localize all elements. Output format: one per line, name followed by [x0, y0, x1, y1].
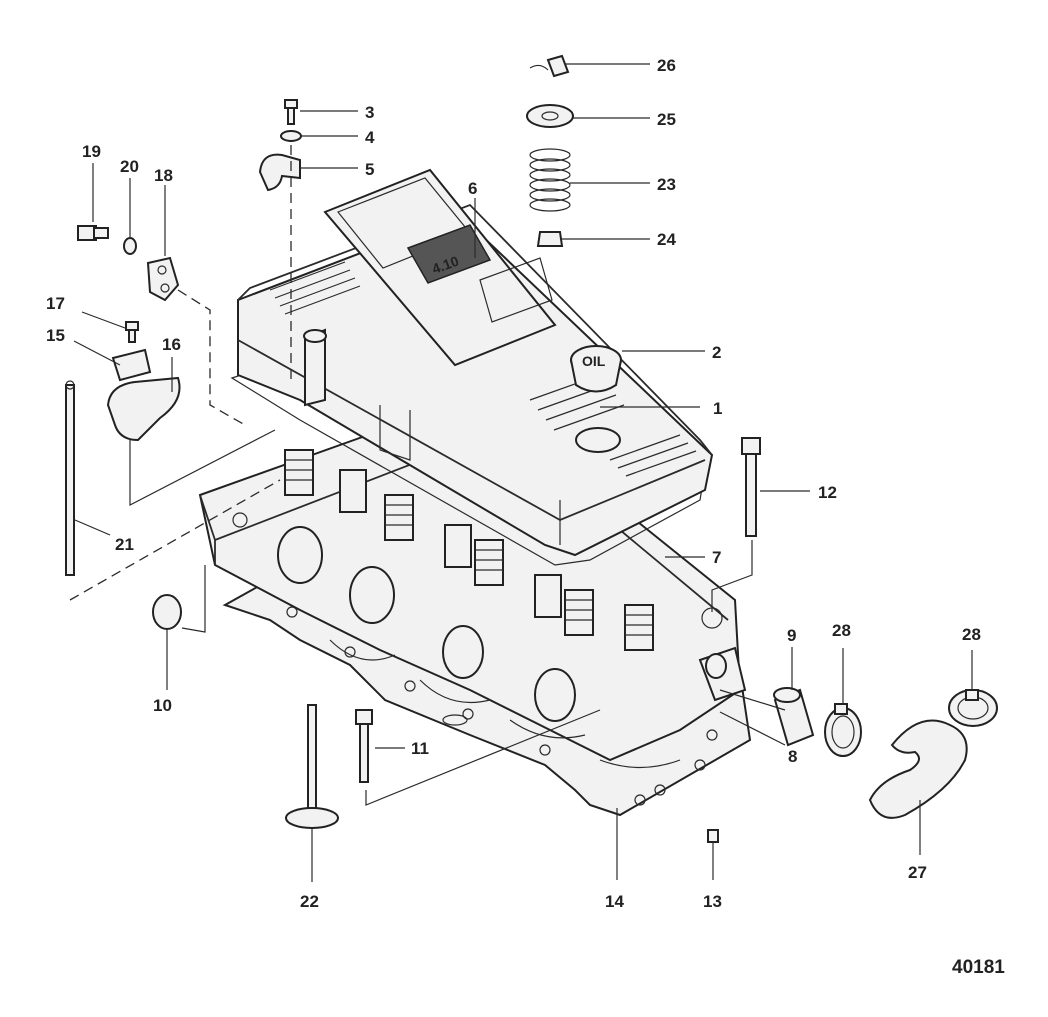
callout-15: 15	[46, 326, 65, 345]
callout-7: 7	[712, 548, 721, 567]
callout-13: 13	[703, 892, 722, 911]
callout-14: 14	[605, 892, 624, 911]
callout-4: 4	[365, 128, 375, 147]
callout-5: 5	[365, 160, 374, 179]
callout-28-left: 28	[832, 621, 851, 640]
expansion-plug	[152, 594, 182, 630]
callout-3: 3	[365, 103, 374, 122]
callout-21: 21	[115, 535, 134, 554]
valve	[285, 704, 339, 829]
callout-24: 24	[657, 230, 676, 249]
head-bolt-short	[355, 709, 373, 783]
oil-cap-text: OIL	[582, 353, 606, 369]
left-bracket-parts	[77, 225, 181, 442]
callout-labels: 1 2 3 4 5 6 7 8 9 10 11 12 13 14 15 16 1…	[46, 56, 981, 911]
callout-26: 26	[657, 56, 676, 75]
callout-1: 1	[713, 399, 722, 418]
valve-spring-assembly	[526, 54, 574, 247]
bolt-washer-clamp	[258, 99, 302, 192]
valve-springs	[284, 449, 654, 651]
assembly-lines	[69, 145, 786, 806]
figure-number: 40181	[952, 957, 1005, 978]
leader-lines	[73, 63, 973, 882]
head-bolt-long	[741, 437, 761, 537]
rocker-cover-decal: 4.10	[323, 168, 557, 367]
callout-19: 19	[82, 142, 101, 161]
callout-25: 25	[657, 110, 676, 129]
callout-6: 6	[468, 179, 477, 198]
dowel-pin	[707, 829, 719, 843]
callout-16: 16	[162, 335, 181, 354]
callout-18: 18	[154, 166, 173, 185]
callout-2: 2	[712, 343, 721, 362]
callout-28-right: 28	[962, 625, 981, 644]
callout-8: 8	[788, 747, 797, 766]
callout-27: 27	[908, 863, 927, 882]
callout-9: 9	[787, 626, 796, 645]
callout-20: 20	[120, 157, 139, 176]
callout-22: 22	[300, 892, 319, 911]
callout-12: 12	[818, 483, 837, 502]
callout-23: 23	[657, 175, 676, 194]
rocker-cover	[237, 203, 714, 557]
callout-11: 11	[411, 739, 429, 758]
callout-10: 10	[153, 696, 172, 715]
oil-fill-cap: OIL	[570, 345, 622, 393]
callout-17: 17	[46, 294, 65, 313]
cylinder-head	[198, 393, 747, 769]
push-rod	[65, 380, 75, 576]
hose-assembly	[773, 687, 998, 819]
